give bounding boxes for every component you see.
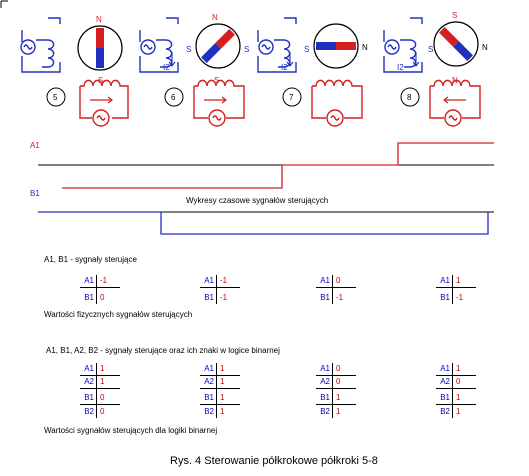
table-row-name: A1 bbox=[320, 364, 330, 373]
step-8-blue-current: I2 bbox=[397, 63, 404, 72]
step-7-number-circle bbox=[282, 87, 302, 107]
table-row-value: 1 bbox=[456, 364, 461, 373]
table-row-value: 1 bbox=[456, 276, 461, 285]
binary-caption: Wartości sygnałów sterujących dla logiki… bbox=[44, 426, 218, 435]
table-row-value: 1 bbox=[100, 364, 105, 373]
a1-waveform bbox=[62, 142, 494, 189]
physical-caption: Wartości fizycznych sygnałów sterujących bbox=[44, 310, 193, 319]
step-5-rotor bbox=[77, 25, 123, 71]
table-row-name: A2 bbox=[84, 377, 94, 386]
step-6-number: 6 bbox=[171, 93, 176, 102]
table-row-name: A1 bbox=[204, 276, 214, 285]
table-row-name: A1 bbox=[320, 276, 330, 285]
table-row-name: A2 bbox=[440, 377, 450, 386]
step-8-magnet-top-label: S bbox=[452, 11, 457, 20]
table-row-value: 0 bbox=[336, 276, 341, 285]
step-8-rotor bbox=[433, 21, 479, 67]
step-7-red-coil bbox=[311, 79, 363, 127]
table-row-value: 0 bbox=[100, 407, 105, 416]
table-row-value: -1 bbox=[456, 293, 464, 302]
table-row-name: B1 bbox=[204, 293, 214, 302]
b1-signal-label: B1 bbox=[30, 189, 40, 198]
table-row-name: B2 bbox=[84, 407, 94, 416]
binary-heading: A1, B1, A2, B2 - sygnały sterujące oraz … bbox=[46, 346, 280, 355]
step-6-rotor bbox=[195, 23, 241, 69]
b1-waveform bbox=[38, 211, 489, 235]
step-5-red-coil bbox=[79, 79, 129, 127]
step-7-blue-current: I2 bbox=[281, 63, 288, 72]
table-row-name: B1 bbox=[320, 293, 330, 302]
step-7-blue-coil bbox=[257, 17, 297, 73]
step-6-magnet-bottom-label: S bbox=[244, 45, 249, 54]
step-8-magnet-right-label: N bbox=[482, 43, 488, 52]
table-row-name: A1 bbox=[440, 276, 450, 285]
table-row-value: 1 bbox=[336, 407, 341, 416]
step-6-blue-coil bbox=[139, 17, 179, 73]
table-row-value: 0 bbox=[100, 393, 105, 402]
step-5-blue-coil bbox=[20, 17, 61, 73]
step-8-red-pole-label: N bbox=[452, 76, 458, 85]
table-row-name: A2 bbox=[320, 377, 330, 386]
table-row-value: 0 bbox=[336, 364, 341, 373]
step-5-number: 5 bbox=[53, 93, 58, 102]
table-row-name: B2 bbox=[440, 407, 450, 416]
table-row-value: 0 bbox=[456, 377, 461, 386]
table-row-value: -1 bbox=[336, 293, 344, 302]
step-7-magnet-right-label: N bbox=[362, 43, 368, 52]
step-7-rotor bbox=[313, 23, 359, 69]
table-row-value: 1 bbox=[220, 377, 225, 386]
step-7-blue-pole: S bbox=[304, 45, 309, 54]
step-6-blue-current: I2 bbox=[163, 63, 170, 72]
step-5-number-circle bbox=[46, 87, 66, 107]
table-row-name: A1 bbox=[440, 364, 450, 373]
table-row-value: 0 bbox=[100, 293, 105, 302]
table-row-value: -1 bbox=[220, 293, 228, 302]
table-row-name: A1 bbox=[204, 364, 214, 373]
table-row-name: A2 bbox=[204, 377, 214, 386]
table-row-name: B1 bbox=[204, 393, 214, 402]
table-row-name: B2 bbox=[204, 407, 214, 416]
step-8-red-coil bbox=[429, 79, 481, 127]
timing-caption: Wykresy czasowe sygnałów sterujących bbox=[186, 196, 329, 205]
step-8-blue-pole: S bbox=[428, 45, 433, 54]
corner-mark bbox=[0, 0, 8, 8]
physical-heading: A1, B1 - sygnały sterujące bbox=[44, 255, 137, 264]
table-row-name: A1 bbox=[84, 276, 94, 285]
table-row-name: A1 bbox=[84, 364, 94, 373]
table-row-value: 1 bbox=[456, 393, 461, 402]
step-6-blue-pole: S bbox=[186, 45, 191, 54]
table-row-name: B1 bbox=[320, 393, 330, 402]
table-row-name: B1 bbox=[84, 393, 94, 402]
figure-caption: Rys. 4 Sterowanie półkrokowe półkroki 5-… bbox=[170, 455, 378, 467]
table-row-value: 1 bbox=[100, 377, 105, 386]
step-8-number-circle bbox=[400, 87, 420, 107]
step-8-blue-coil bbox=[383, 17, 423, 73]
a1-signal-label: A1 bbox=[30, 141, 40, 150]
step-5-magnet-top-label: N bbox=[96, 15, 102, 24]
step-7-number: 7 bbox=[289, 93, 294, 102]
table-row-value: 1 bbox=[220, 407, 225, 416]
table-row-value: -1 bbox=[220, 276, 228, 285]
step-8-number: 8 bbox=[407, 93, 412, 102]
table-row-name: B1 bbox=[440, 393, 450, 402]
table-row-name: B1 bbox=[440, 293, 450, 302]
step-6-magnet-top-label: N bbox=[212, 13, 218, 22]
step-6-red-coil bbox=[193, 79, 245, 127]
step-6-number-circle bbox=[164, 87, 184, 107]
table-row-name: B1 bbox=[84, 293, 94, 302]
table-row-value: 0 bbox=[336, 377, 341, 386]
table-row-value: 1 bbox=[336, 393, 341, 402]
step-5-red-pole-label: S bbox=[98, 76, 103, 85]
step-6-red-pole-label: S bbox=[214, 76, 219, 85]
table-row-value: 1 bbox=[220, 364, 225, 373]
table-row-value: -1 bbox=[100, 276, 108, 285]
table-row-name: B2 bbox=[320, 407, 330, 416]
table-row-value: 1 bbox=[456, 407, 461, 416]
table-row-value: 1 bbox=[220, 393, 225, 402]
